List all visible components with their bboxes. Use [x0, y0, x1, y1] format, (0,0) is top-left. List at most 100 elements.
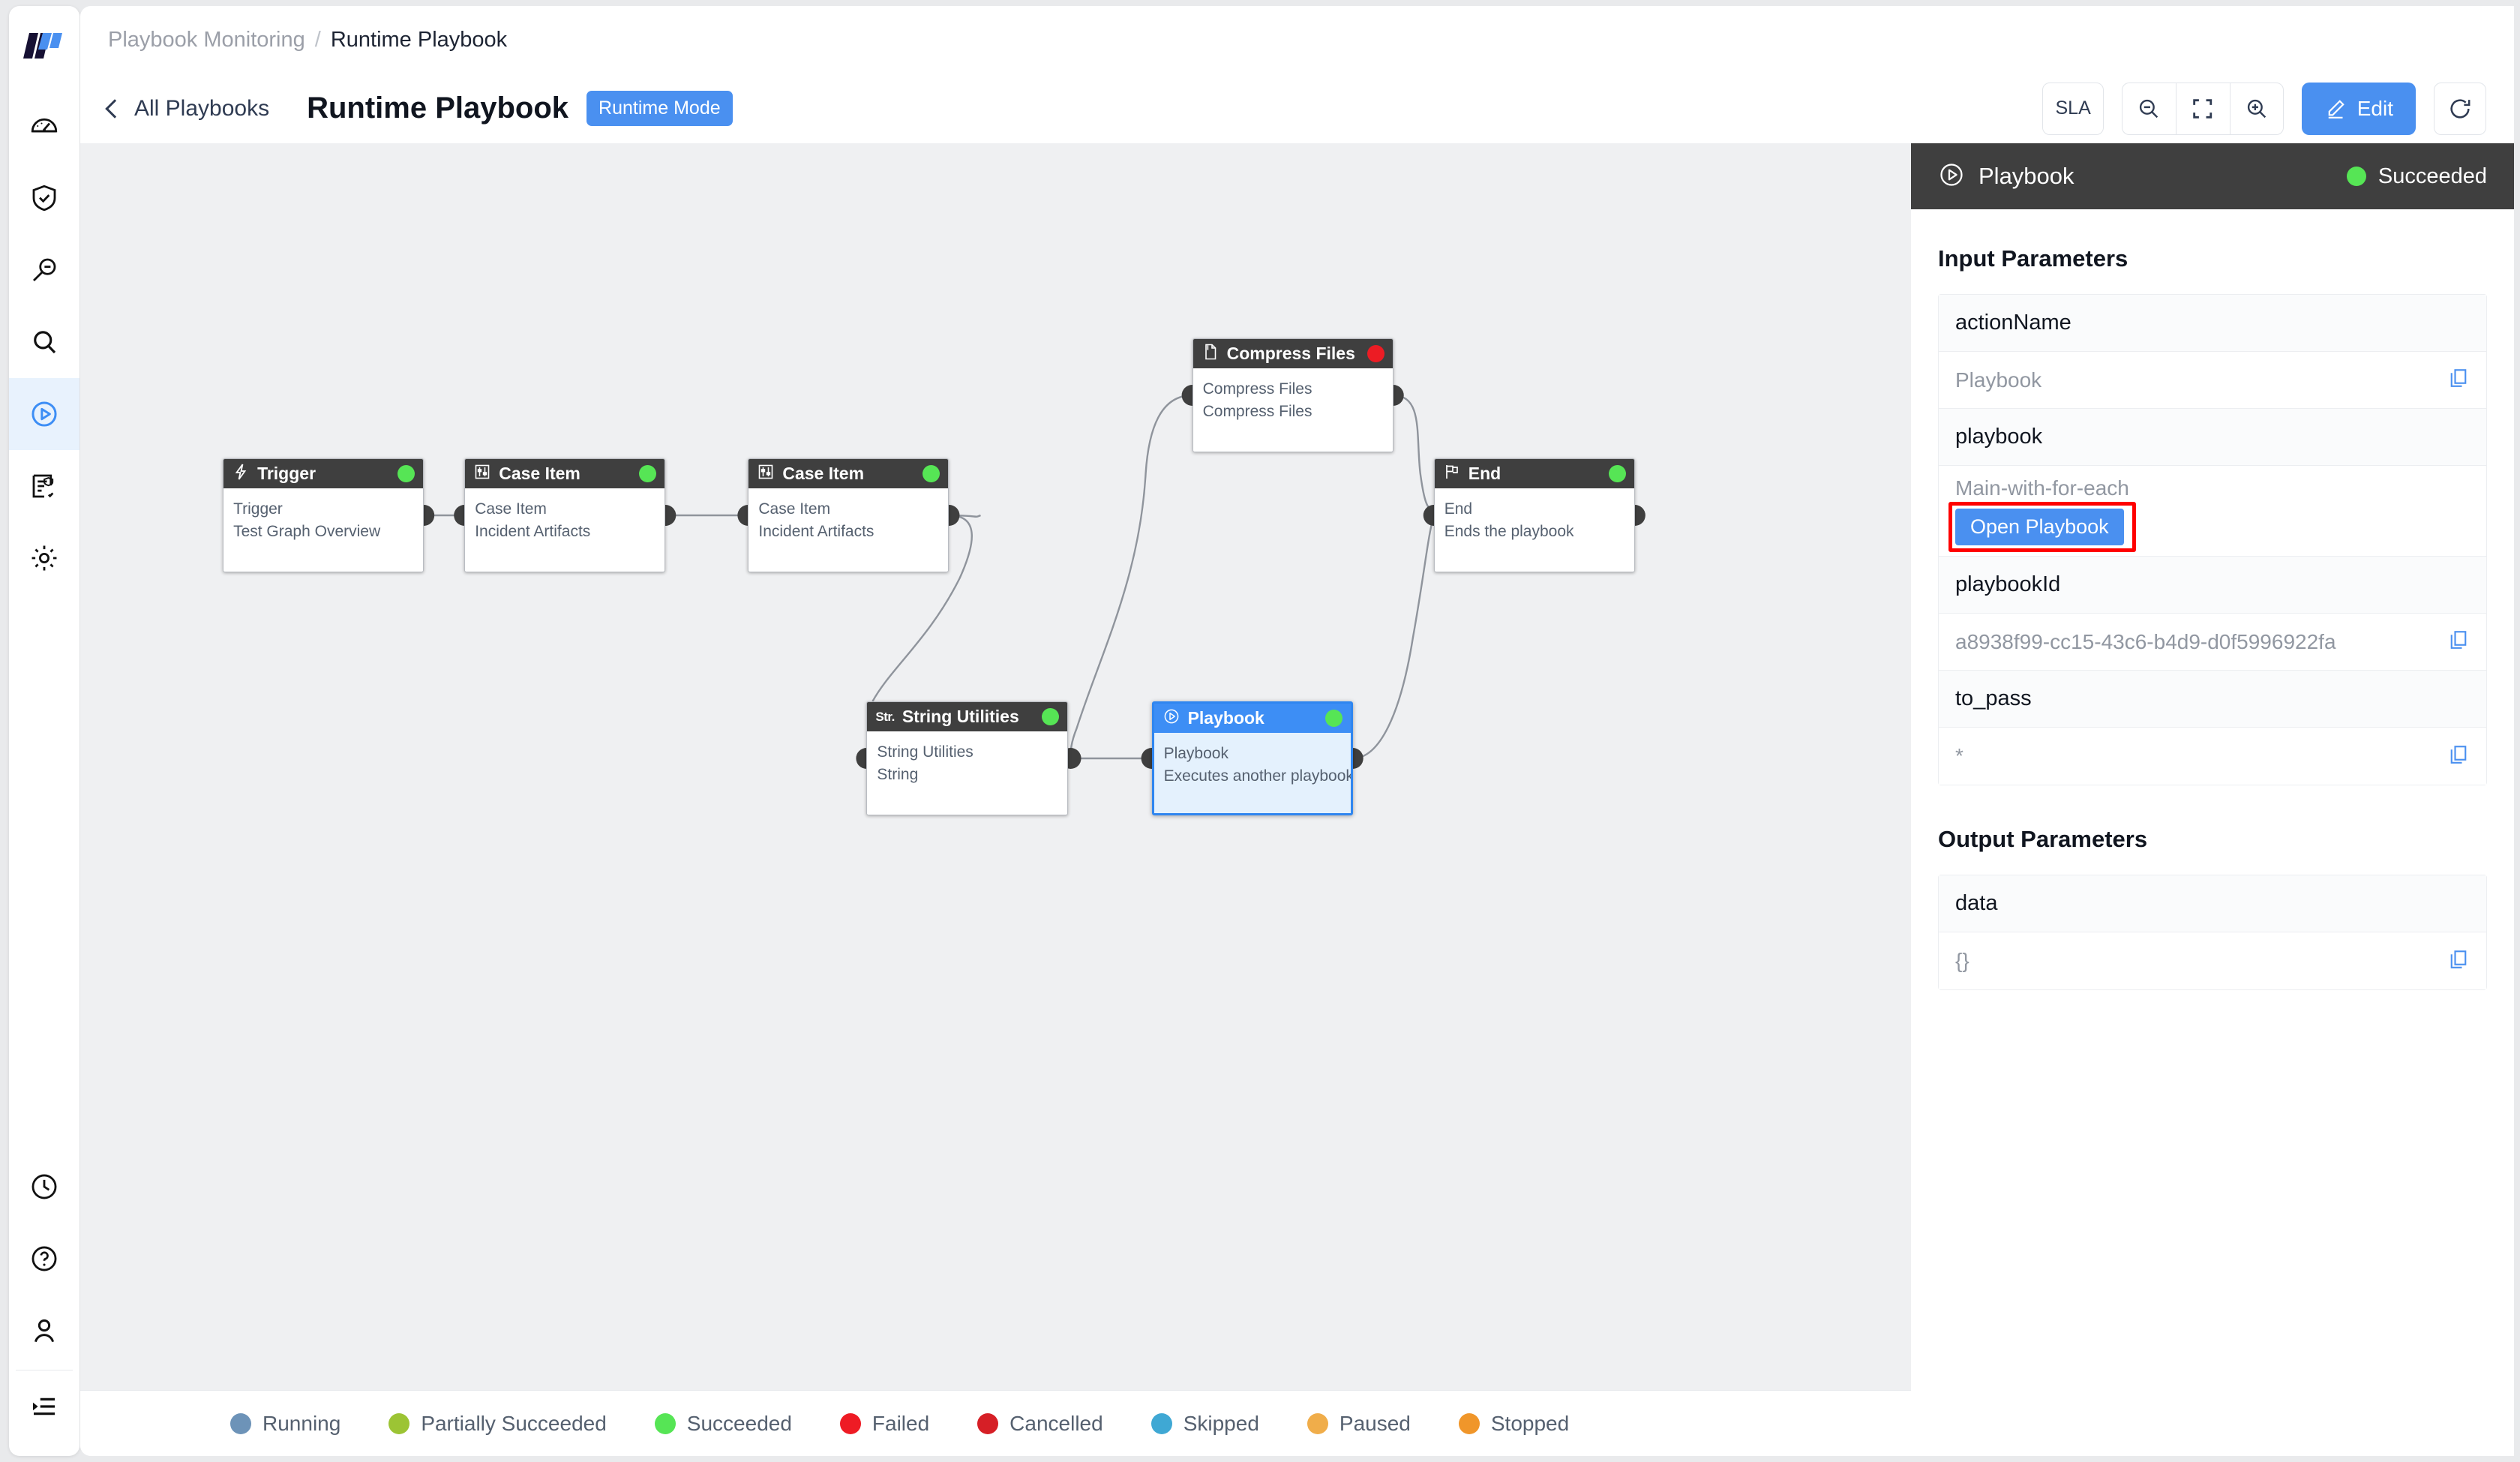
play-circle-icon: [1162, 707, 1180, 729]
param-value: Playbook: [1955, 368, 2042, 392]
back-to-all-playbooks[interactable]: All Playbooks: [105, 95, 270, 122]
play-circle-icon: [1938, 161, 1965, 192]
edit-label: Edit: [2356, 96, 2393, 120]
status-badge-dot: [2346, 167, 2366, 186]
param-value-row: Playbook: [1939, 352, 2486, 409]
legend-dot: [1150, 1412, 1172, 1434]
node-body-line-1: Case Item: [475, 500, 547, 518]
flag-icon: [1443, 463, 1461, 485]
panel-status: Succeeded: [2346, 164, 2487, 189]
param-key: playbookId: [1955, 572, 2061, 596]
zoom-in-icon[interactable]: [2229, 82, 2284, 135]
back-label: All Playbooks: [134, 95, 270, 121]
main-content: Playbook Monitoring / Runtime Playbook A…: [80, 6, 2514, 1456]
node-status-dot: [398, 465, 416, 482]
copy-icon[interactable]: [2447, 367, 2470, 393]
legend-label: Paused: [1339, 1411, 1411, 1435]
open-playbook-button[interactable]: Open Playbook: [1955, 509, 2124, 545]
node-status-dot: [639, 465, 657, 482]
node-title: End: [1468, 464, 1502, 483]
param-key-row: playbook: [1939, 409, 2486, 466]
node-body-line-2: Incident Artifacts: [758, 522, 874, 540]
param-key-row: actionName: [1939, 295, 2486, 352]
breadcrumb: Playbook Monitoring / Runtime Playbook: [80, 6, 2514, 74]
sidebar-item-help[interactable]: [9, 1223, 80, 1295]
legend-label: Failed: [872, 1411, 930, 1435]
legend-label: Skipped: [1183, 1411, 1259, 1435]
breadcrumb-separator: /: [314, 27, 321, 52]
node-details-panel: Playbook Succeeded Input Parameters acti…: [1911, 143, 2514, 1456]
sidebar-item-playbooks[interactable]: [9, 378, 80, 450]
sidebar-item-settings[interactable]: [9, 522, 80, 594]
sidebar-item-dashboard[interactable]: [9, 90, 80, 162]
legend-label: Cancelled: [1010, 1411, 1103, 1435]
copy-icon[interactable]: [2447, 629, 2470, 655]
legend-label: Running: [262, 1411, 341, 1435]
node-title: Case Item: [499, 464, 580, 483]
page-header: All Playbooks Runtime Playbook Runtime M…: [80, 74, 2514, 143]
sla-button[interactable]: SLA: [2042, 82, 2104, 135]
sidebar-item-expand-menu[interactable]: [9, 1370, 80, 1442]
legend-dot: [1306, 1412, 1328, 1434]
param-value-wrap: Playbook: [1955, 358, 2042, 403]
param-value-wrap: *: [1955, 734, 1964, 779]
sidebar-item-history[interactable]: [9, 1151, 80, 1223]
panel-header: Playbook Succeeded: [1911, 143, 2514, 209]
legend-dot: [977, 1412, 999, 1434]
copy-icon[interactable]: [2447, 948, 2470, 974]
legend-dot: [1458, 1412, 1480, 1434]
lightning-icon: [232, 463, 250, 485]
sidebar-item-account[interactable]: [9, 1295, 80, 1367]
node-title: Trigger: [257, 464, 316, 483]
node-body-line-1: End: [1444, 500, 1473, 518]
sidebar-item-search[interactable]: [9, 306, 80, 378]
sidebar-item-reports[interactable]: [9, 450, 80, 522]
node-body-line-2: Test Graph Overview: [233, 522, 381, 540]
param-key-row: data: [1939, 875, 2486, 932]
legend-item: Stopped: [1458, 1412, 1569, 1436]
output-parameters-title: Output Parameters: [1938, 826, 2148, 852]
legend-label: Partially Succeeded: [421, 1411, 607, 1435]
param-key: to_pass: [1955, 686, 2032, 710]
node-header: End: [1434, 459, 1634, 488]
sidebar-item-investigation[interactable]: [9, 234, 80, 306]
legend-item: Succeeded: [654, 1411, 792, 1436]
fit-screen-icon[interactable]: [2175, 82, 2230, 135]
panel-title: Playbook: [1978, 163, 2074, 189]
zoom-out-icon[interactable]: [2121, 82, 2176, 135]
param-value-row: *: [1939, 728, 2486, 785]
sliders-icon: [473, 463, 491, 485]
legend-item: Partially Succeeded: [388, 1411, 607, 1436]
left-nav-rail: [9, 6, 80, 1456]
node-header: Trigger: [224, 459, 424, 488]
param-key: data: [1955, 891, 1998, 915]
zoom-controls: [2121, 82, 2284, 135]
param-value-wrap: a8938f99-cc15-43c6-b4d9-d0f5996922fa: [1955, 620, 2336, 665]
refresh-icon[interactable]: [2434, 82, 2486, 135]
node-body-line-2: Incident Artifacts: [475, 522, 591, 540]
param-key: playbook: [1955, 425, 2043, 449]
copy-icon[interactable]: [2447, 743, 2470, 770]
legend-label: Succeeded: [686, 1411, 792, 1435]
breadcrumb-parent[interactable]: Playbook Monitoring: [108, 27, 305, 52]
edit-button[interactable]: Edit: [2301, 82, 2416, 135]
param-key: actionName: [1955, 311, 2072, 335]
node-header: Case Item: [465, 459, 665, 488]
param-value: {}: [1955, 949, 1970, 972]
sidebar-item-incidents[interactable]: [9, 162, 80, 234]
product-logo: [23, 26, 65, 65]
